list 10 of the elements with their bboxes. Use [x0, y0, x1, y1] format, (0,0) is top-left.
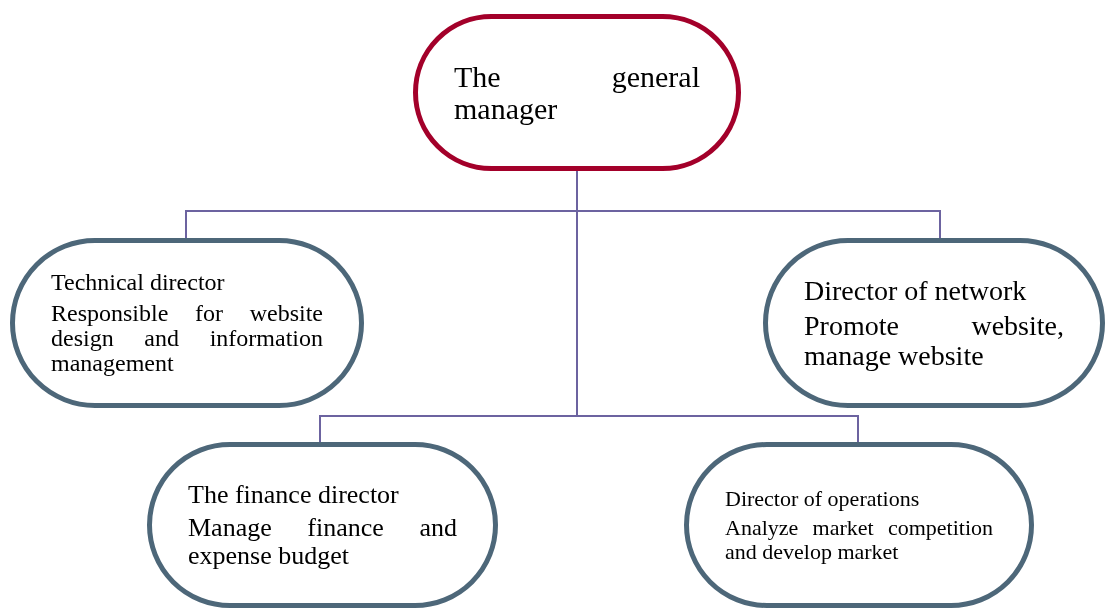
role-title: The general manager — [454, 61, 700, 124]
role-description: Manage finance and expense budget — [188, 514, 457, 569]
role-description: Analyze market competition and develop market — [725, 516, 993, 563]
director-box — [763, 238, 1105, 408]
role-title: Director of network — [804, 275, 1028, 306]
role-description: Responsible for website design and information management — [51, 300, 323, 377]
role-description: Promote website, manage website — [804, 311, 1064, 371]
role-title: The finance director — [188, 481, 400, 509]
role-title: Technical director — [51, 269, 226, 295]
role-title: Director of operations — [725, 487, 921, 511]
